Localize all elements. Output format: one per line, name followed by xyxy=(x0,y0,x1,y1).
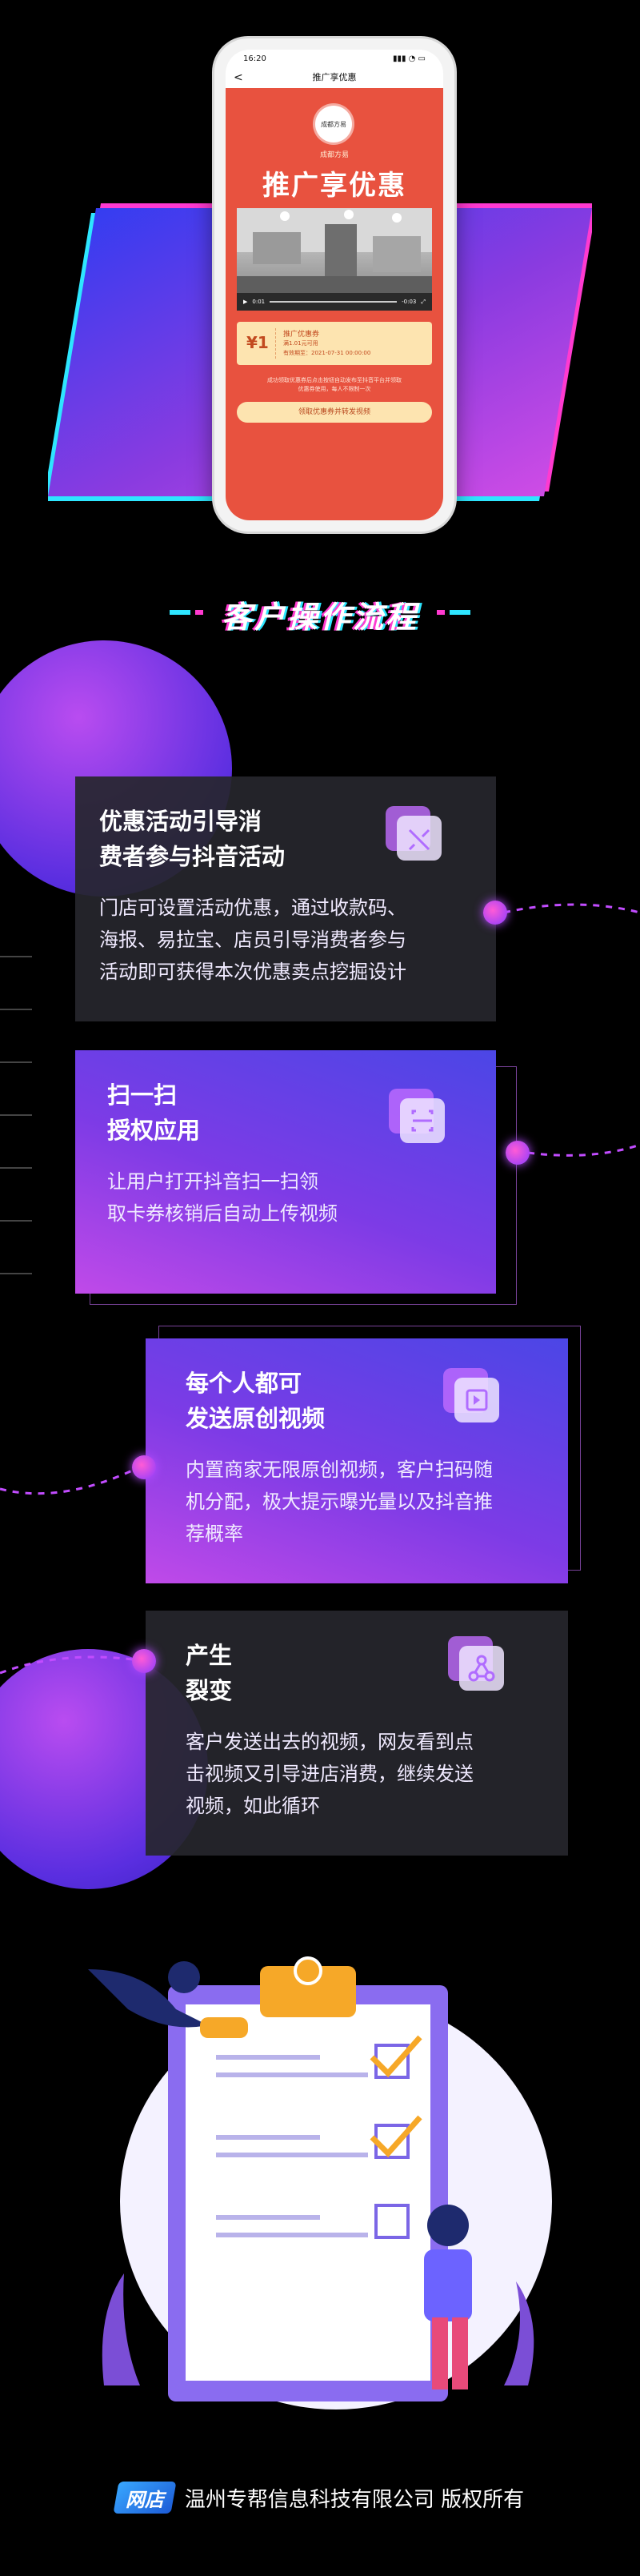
phone-screen: 16:20 ▮▮▮ ◔ ▭ < 推广享优惠 成都方易 成都方易 推广享优惠 xyxy=(226,50,443,520)
shop-logo: 成都方易 xyxy=(315,106,352,142)
side-ticks xyxy=(0,905,32,1321)
company-logo-text: 网店 xyxy=(125,2488,164,2511)
video-controls: ▶ 0:01 -0:03 ⤢ xyxy=(237,293,432,311)
step-1-connector-dot xyxy=(483,901,507,925)
phone-mockup: 16:20 ▮▮▮ ◔ ▭ < 推广享优惠 成都方易 成都方易 推广享优惠 xyxy=(214,38,454,532)
step-1-desc: 门店可设置活动优惠，通过收款码、 海报、易拉宝、店员引导消费者参与 活动即可获得… xyxy=(99,897,406,983)
coupon-divider xyxy=(275,328,276,359)
play-icon[interactable]: ▶ xyxy=(243,299,248,305)
video-progress-bar[interactable] xyxy=(270,301,398,303)
company-logo: 网店 xyxy=(113,2482,177,2514)
video-icon xyxy=(443,1368,499,1422)
get-coupon-button[interactable]: 领取优惠券并转发视频 xyxy=(237,402,432,423)
ticket-icon xyxy=(386,806,442,861)
share-network-icon xyxy=(448,1636,504,1691)
shop-name: 成都方易 xyxy=(319,151,349,159)
section-heading: 客户操作流程 xyxy=(221,600,418,635)
coupon-card[interactable]: ¥1 推广优惠券 满1.01元可用 有效期至：2021-07-31 00:00:… xyxy=(237,322,432,365)
coupon-condition: 满1.01元可用 xyxy=(283,340,318,347)
video-time-end: -0:03 xyxy=(402,299,417,305)
promo-video[interactable]: ▶ 0:01 -0:03 ⤢ xyxy=(237,208,432,311)
heading-dash-right-pink xyxy=(437,610,445,615)
coupon-name: 推广优惠券 xyxy=(283,331,320,339)
step-3-connector-dot xyxy=(132,1455,156,1479)
heading-dash-left xyxy=(170,610,190,615)
step-card-2: 扫一扫 授权应用 让用户打开抖音扫一扫领 取卡券核销后自动上传视频 xyxy=(75,1050,496,1294)
coupon-amount: ¥1 xyxy=(246,333,269,352)
heading-dash-left-pink xyxy=(195,610,203,615)
signal-battery-icon: ▮▮▮ ◔ ▭ xyxy=(392,54,426,63)
coupon-note: 成功领取优惠券后点击按钮自动发布至抖音平台并领取 优惠券使用，每人不限制一次 xyxy=(267,377,402,392)
step-2-title: 扫一扫 授权应用 xyxy=(107,1081,201,1144)
step-3-title: 每个人都可 发送原创视频 xyxy=(186,1370,326,1432)
video-time-start: 0:01 xyxy=(252,299,266,305)
step-2-connector-dot xyxy=(506,1141,530,1165)
step-3-desc: 内置商家无限原创视频，客户扫码随 机分配，极大提示曝光量以及抖音推 荐概率 xyxy=(186,1459,493,1545)
scan-icon xyxy=(389,1089,445,1143)
step-card-3: 每个人都可 发送原创视频 内置商家无限原创视频，客户扫码随 机分配，极大提示曝光… xyxy=(146,1338,568,1583)
status-time: 16:20 xyxy=(243,54,266,63)
heading-dash-right xyxy=(450,610,470,615)
step-4-connector-dot xyxy=(132,1649,156,1673)
step-1-title: 优惠活动引导消 费者参与抖音活动 xyxy=(99,808,286,870)
coupon-expiry: 有效期至：2021-07-31 00:00:00 xyxy=(283,350,371,356)
promo-page: 成都方易 成都方易 推广享优惠 ▶ 0:01 xyxy=(226,88,443,520)
copyright-text: 温州专帮信息科技有限公司 版权所有 xyxy=(184,2487,525,2512)
shop-logo-text: 成都方易 xyxy=(321,120,346,128)
nav-bar: < 推广享优惠 xyxy=(226,67,443,89)
back-icon[interactable]: < xyxy=(234,71,243,84)
nav-title: 推广享优惠 xyxy=(312,72,357,82)
promo-title: 推广享优惠 xyxy=(262,170,406,202)
checklist-illustration xyxy=(88,1956,552,2409)
step-4-title: 产生 裂变 xyxy=(186,1642,233,1704)
step-2-desc: 让用户打开抖音扫一扫领 取卡券核销后自动上传视频 xyxy=(107,1170,338,1225)
step-card-4: 产生 裂变 客户发送出去的视频，网友看到点 击视频又引导进店消费，继续发送 视频… xyxy=(146,1611,568,1856)
fullscreen-icon[interactable]: ⤢ xyxy=(421,298,426,305)
step-4-desc: 客户发送出去的视频，网友看到点 击视频又引导进店消费，继续发送 视频，如此循环 xyxy=(186,1731,474,1817)
flow-connectors xyxy=(0,903,640,1675)
status-bar: 16:20 ▮▮▮ ◔ ▭ xyxy=(226,50,443,67)
footer: 网店 温州专帮信息科技有限公司 版权所有 xyxy=(0,2474,640,2522)
